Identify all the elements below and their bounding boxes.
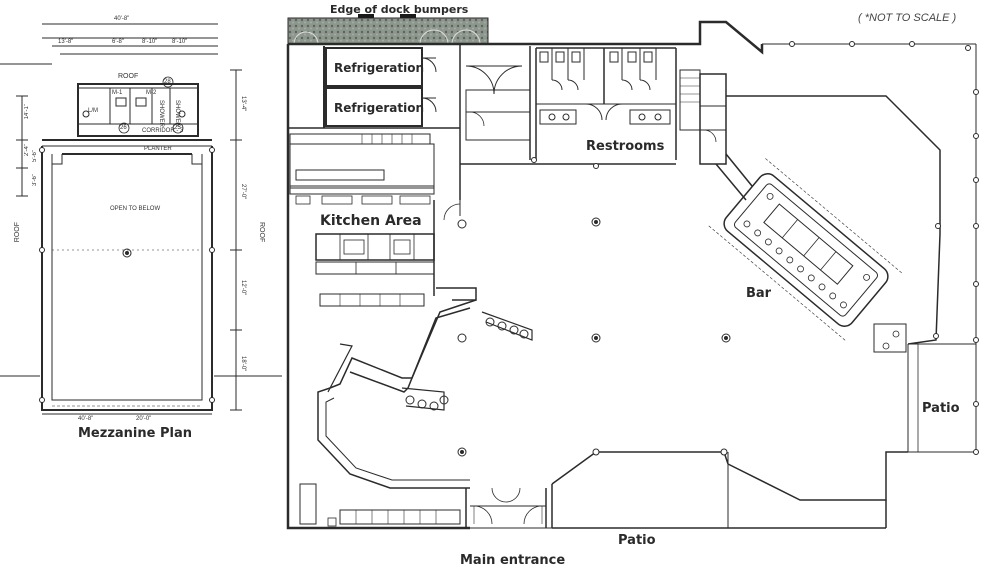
dim-top-4: 8'-10" [172, 39, 188, 45]
dim-top-3: 8'-10" [142, 39, 158, 45]
dim-right-2: 27'-0" [240, 184, 246, 200]
dim-top-overall: 40'-8" [114, 16, 130, 22]
dock-bumpers-label: Edge of dock bumpers [330, 3, 469, 16]
shower-label-1: SHOWER [158, 100, 164, 127]
planter-label: PLANTER [144, 146, 172, 152]
mech-room-1-label: M-1 [112, 90, 123, 96]
dim-right-4: 18'-0" [240, 356, 246, 372]
dim-left-2: 2'-4" [24, 144, 30, 156]
dim-top-1: 13'-8" [58, 39, 74, 45]
patio-right-label: Patio [922, 401, 960, 416]
patio-bottom-label: Patio [618, 533, 656, 548]
mech-room-2-label: M-2 [146, 90, 157, 96]
shower-label-2: SHOWER [174, 100, 180, 127]
refrigeration-label-1: Refrigeration [334, 61, 425, 75]
tag-28: 28 [164, 79, 171, 85]
roof-top-label: ROOF [118, 73, 139, 80]
tag-26: 26 [120, 125, 127, 131]
mezzanine-plan [0, 23, 282, 415]
roof-left-label: ROOF [14, 222, 21, 243]
main-entrance-label: Main entrance [460, 553, 566, 568]
dim-right-1: 13'-4" [240, 96, 246, 112]
bar-label: Bar [746, 286, 772, 301]
dim-top-2: 6'-8" [112, 39, 124, 45]
dim-left-3: 5'-6" [32, 150, 38, 162]
corridor-label: CORRIDOR - 3 [142, 128, 184, 134]
not-to-scale-note: ( *NOT TO SCALE ) [858, 12, 957, 24]
dim-left-1: 14'-1" [24, 104, 30, 120]
refrigeration-label-2: Refrigeration [334, 101, 425, 115]
roof-right-label: ROOF [258, 222, 265, 243]
tag-25: 25 [174, 125, 181, 131]
mezzanine-plan-title: Mezzanine Plan [78, 426, 192, 441]
restrooms-label: Restrooms [586, 139, 665, 154]
kitchen-area-label: Kitchen Area [320, 213, 422, 229]
main-floor-plan [286, 14, 979, 530]
room-lm-label: L/M [88, 108, 99, 114]
dim-right-3: 12'-0" [240, 280, 246, 296]
open-to-below-label: OPEN TO BELOW [110, 206, 161, 212]
dim-left-4: 3'-6" [32, 174, 38, 186]
dim-bottom-2: 20'-0" [136, 416, 152, 422]
dim-bottom-1: 40'-8" [78, 416, 94, 422]
